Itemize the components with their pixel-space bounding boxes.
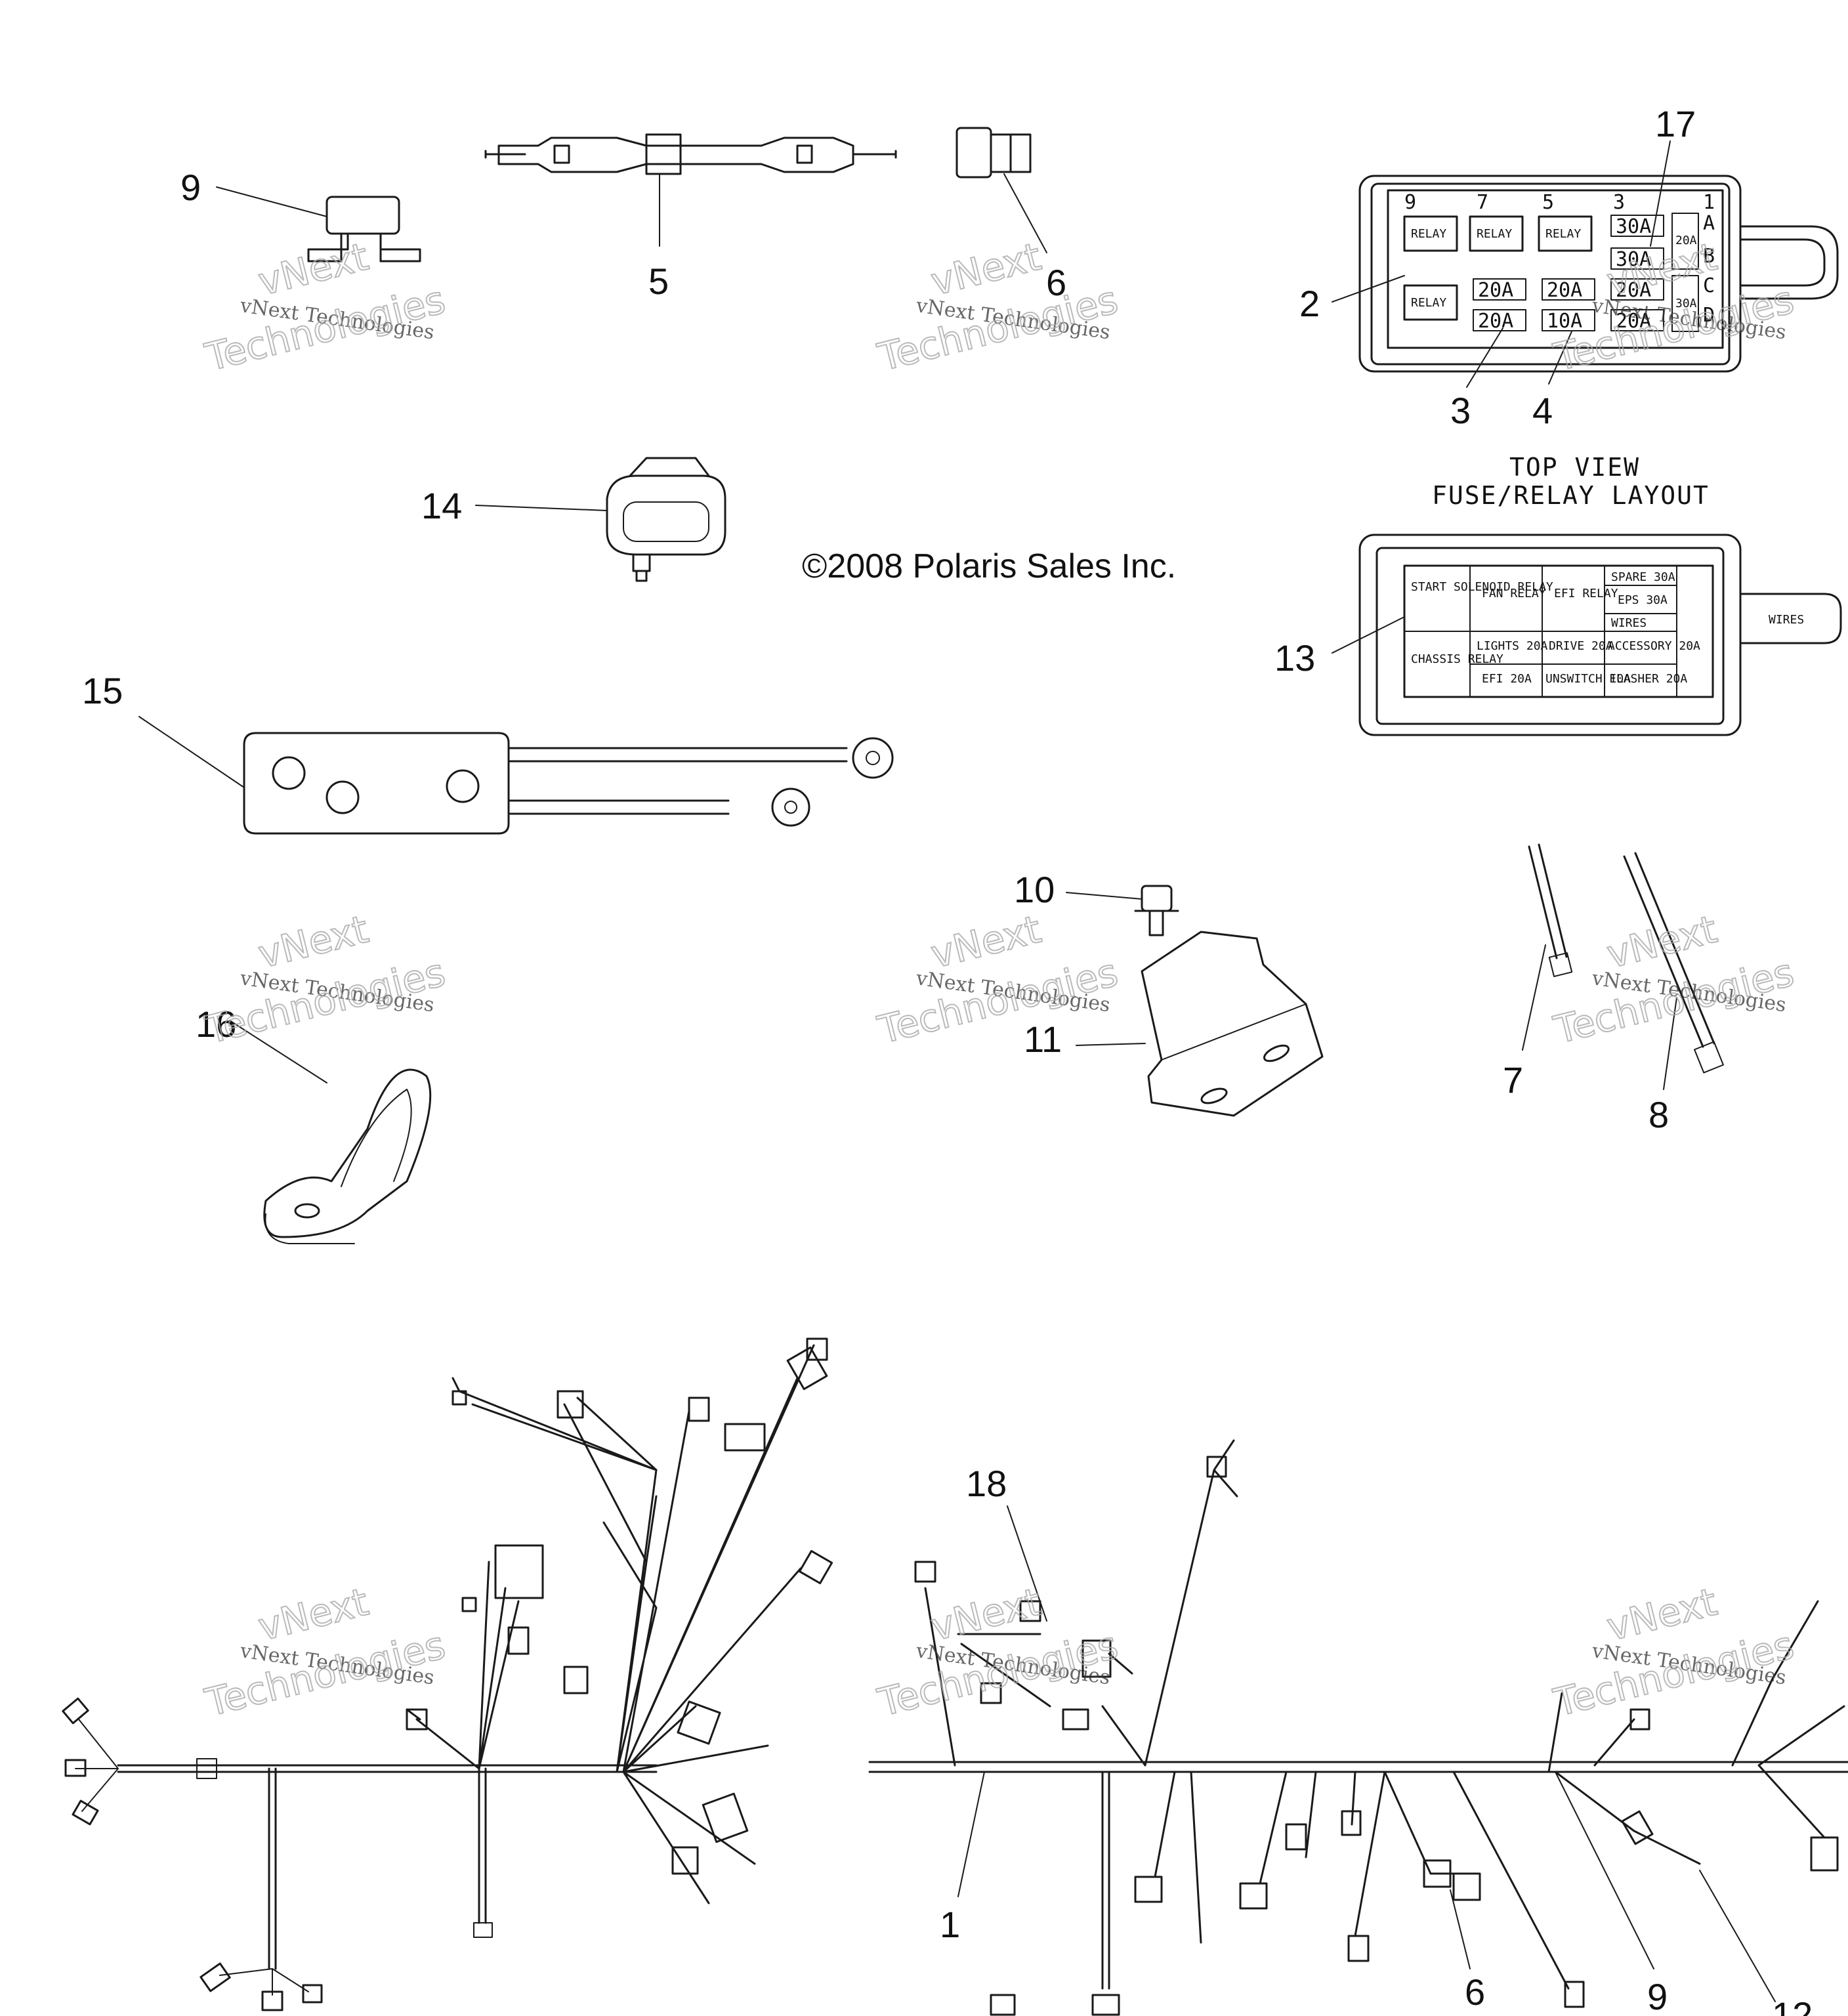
svg-text:vNext: vNext: [927, 1580, 1045, 1650]
svg-text:EPS 30A: EPS 30A: [1618, 593, 1668, 607]
svg-text:SPARE 30A: SPARE 30A: [1611, 570, 1675, 584]
svg-text:20A: 20A: [1675, 234, 1697, 247]
svg-text:9: 9: [1404, 191, 1416, 214]
svg-text:10A: 10A: [1547, 310, 1582, 333]
callout-9: 9: [180, 167, 201, 208]
part-14-sensor: [475, 457, 726, 582]
part-9-fuse: [216, 186, 421, 262]
part-15-ground-strap: [138, 716, 894, 835]
part-11-bracket: [1076, 931, 1324, 1117]
callout-6-lower: 6: [1465, 1971, 1485, 2013]
svg-text:vNext: vNext: [254, 907, 373, 977]
callout-14: 14: [421, 485, 462, 526]
callout-3: 3: [1450, 390, 1471, 431]
svg-text:RELAY: RELAY: [1545, 227, 1581, 241]
part-10-bolt: [1066, 885, 1179, 936]
harness-left-section: [62, 1337, 833, 2011]
harness-right-section: [868, 1439, 1848, 2016]
callout-12: 12: [1772, 1994, 1813, 2016]
callout-17: 17: [1655, 103, 1696, 144]
callout-10: 10: [1014, 869, 1055, 910]
svg-text:20A: 20A: [1616, 279, 1651, 302]
callout-15: 15: [82, 670, 123, 711]
svg-text:vNext: vNext: [927, 907, 1045, 977]
svg-text:Technologies: Technologies: [201, 277, 450, 379]
svg-text:FAN RELAY: FAN RELAY: [1482, 587, 1546, 600]
svg-text:Technologies: Technologies: [873, 277, 1122, 379]
svg-text:Technologies: Technologies: [1549, 950, 1798, 1052]
svg-text:30A: 30A: [1675, 297, 1697, 310]
callout-5: 5: [648, 261, 669, 302]
svg-text:RELAY: RELAY: [1411, 296, 1446, 310]
watermark-2: vNext vNext Technologies Technologies: [873, 234, 1123, 381]
svg-text:WIRES: WIRES: [1611, 616, 1647, 630]
svg-text:5: 5: [1542, 191, 1554, 214]
watermark-3: vNext vNext Technologies Technologies: [1549, 234, 1799, 381]
copyright: ©2008 Polaris Sales Inc.: [802, 547, 1176, 585]
svg-text:CHASSIS RELAY: CHASSIS RELAY: [1411, 652, 1503, 666]
svg-text:Technologies: Technologies: [1549, 1622, 1798, 1725]
svg-text:20A: 20A: [1547, 279, 1582, 302]
top-view-title: TOP VIEW: [1509, 453, 1640, 482]
svg-text:START SOLENOID RELAY: START SOLENOID RELAY: [1411, 580, 1553, 594]
callout-11: 11: [1024, 1018, 1062, 1060]
svg-text:vNext: vNext: [254, 1580, 373, 1650]
callout-6: 6: [1046, 262, 1066, 303]
svg-text:C: C: [1703, 274, 1715, 297]
svg-text:ACCESSORY 20A: ACCESSORY 20A: [1608, 639, 1700, 653]
watermark-6: vNext vNext Technologies Technologies: [1549, 906, 1799, 1053]
watermark-4: vNext vNext Technologies Technologies: [200, 906, 450, 1053]
callout-9-lower: 9: [1647, 1976, 1668, 2016]
svg-text:7: 7: [1477, 191, 1488, 214]
callout-2: 2: [1299, 283, 1320, 324]
part-8-cable-tie: [1623, 852, 1724, 1090]
fuse-relay-layout-title: FUSE/RELAY LAYOUT: [1432, 481, 1710, 510]
watermark-1: vNext vNext Technologies Technologies: [200, 234, 450, 381]
svg-text:30A: 30A: [1616, 248, 1651, 271]
svg-text:30A: 30A: [1616, 215, 1651, 238]
svg-text:vNext: vNext: [1603, 1580, 1721, 1650]
svg-text:LIGHTS 20A: LIGHTS 20A: [1477, 639, 1548, 653]
part-16-clamp: [229, 1020, 432, 1244]
svg-text:RELAY: RELAY: [1411, 227, 1446, 241]
svg-text:DRIVE 20A: DRIVE 20A: [1549, 639, 1613, 653]
part-7-cable-tie: [1522, 843, 1573, 1051]
watermark-5: vNext vNext Technologies Technologies: [873, 906, 1123, 1053]
part-6-connector: [956, 127, 1047, 253]
svg-text:B: B: [1703, 245, 1715, 268]
callout-13: 13: [1274, 637, 1315, 679]
svg-text:1: 1: [1703, 191, 1715, 214]
callout-1: 1: [940, 1904, 960, 1945]
svg-text:20A: 20A: [1478, 279, 1513, 302]
svg-text:vNext: vNext: [927, 234, 1045, 304]
svg-text:A: A: [1703, 212, 1715, 235]
watermark-7: vNext vNext Technologies Technologies: [200, 1579, 450, 1726]
part-5-fuse-holder: [484, 133, 897, 247]
svg-text:FLASHER 20A: FLASHER 20A: [1609, 672, 1687, 686]
svg-text:vNext: vNext: [254, 234, 373, 304]
callout-4: 4: [1532, 390, 1553, 431]
svg-text:UNSWITCH 10A: UNSWITCH 10A: [1545, 672, 1631, 686]
part-13-fusebox-layout: [1332, 534, 1842, 736]
svg-text:20A: 20A: [1478, 310, 1513, 333]
svg-text:Technologies: Technologies: [201, 950, 450, 1052]
svg-text:EFI RELAY: EFI RELAY: [1554, 587, 1618, 600]
callout-18: 18: [966, 1463, 1007, 1504]
callout-16: 16: [196, 1003, 236, 1045]
svg-text:EFI 20A: EFI 20A: [1482, 672, 1532, 686]
callout-7: 7: [1503, 1059, 1523, 1101]
svg-text:3: 3: [1613, 191, 1625, 214]
svg-text:20A: 20A: [1616, 310, 1651, 333]
svg-text:D: D: [1703, 304, 1715, 327]
svg-text:Technologies: Technologies: [873, 950, 1122, 1052]
svg-text:RELAY: RELAY: [1477, 227, 1512, 241]
svg-text:WIRES: WIRES: [1769, 613, 1804, 627]
part-2-fusebox-top: [1332, 140, 1839, 388]
callout-8: 8: [1648, 1094, 1669, 1135]
